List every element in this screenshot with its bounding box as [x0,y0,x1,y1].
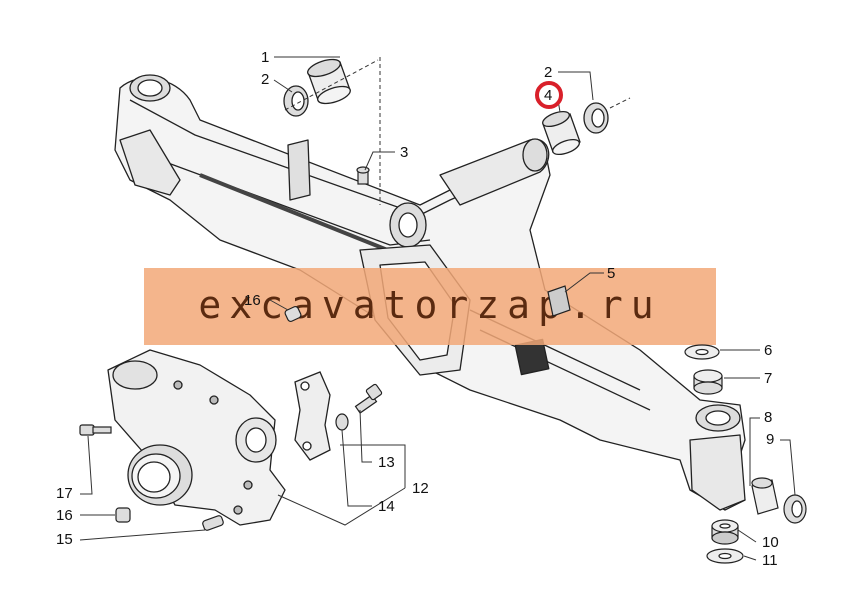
bushing-part-4 [542,110,581,156]
washer-part-14 [335,413,349,431]
callout-3: 3 [400,144,408,161]
callout-5: 5 [607,265,615,282]
watermark-text: excavatorzap.ru [198,283,661,327]
callout-12: 12 [412,480,429,497]
callout-13: 13 [378,454,395,471]
seal-ring-part-2-left [283,85,309,117]
leader-lines [79,56,796,561]
callout-10: 10 [762,534,779,551]
spacer-part-10 [711,519,739,545]
pad-part-5 [547,285,571,317]
callout-14: 14 [378,498,395,515]
bolt-part-13 [354,383,383,414]
callout-1: 1 [261,49,269,66]
callout-2-right: 2 [544,64,552,81]
bushing-part-1 [307,58,351,105]
plug-part-16-lower [115,507,131,523]
callout-2-left: 2 [261,71,269,88]
bushing-part-8 [751,477,779,515]
callout-4: 4 [544,87,552,104]
callout-16-upper: 16 [244,292,261,309]
callout-16-lower: 16 [56,507,73,524]
bolt-part-17 [79,424,112,436]
grease-fitting-part-3 [356,166,370,185]
callout-9: 9 [766,431,774,448]
seal-ring-part-9 [783,494,807,524]
trunnion-housing [107,349,286,526]
callout-11: 11 [762,552,778,569]
callout-15: 15 [56,531,73,548]
callout-labels: 1 2 2 3 4 5 6 7 8 9 10 11 12 13 14 15 16… [56,49,779,569]
watermark-band [144,268,716,345]
callout-8: 8 [764,409,772,426]
washer-part-6 [684,344,720,360]
highlight-circle [535,81,563,109]
spacer-part-7 [693,369,723,395]
seal-ring-part-2-right [583,102,609,134]
pin-part-15 [202,515,224,531]
callout-6: 6 [764,342,772,359]
clamp-part-12 [294,371,331,461]
plug-part-16-upper [284,305,302,323]
washer-part-11 [706,548,744,564]
callout-7: 7 [764,370,772,387]
callout-17: 17 [56,485,73,502]
